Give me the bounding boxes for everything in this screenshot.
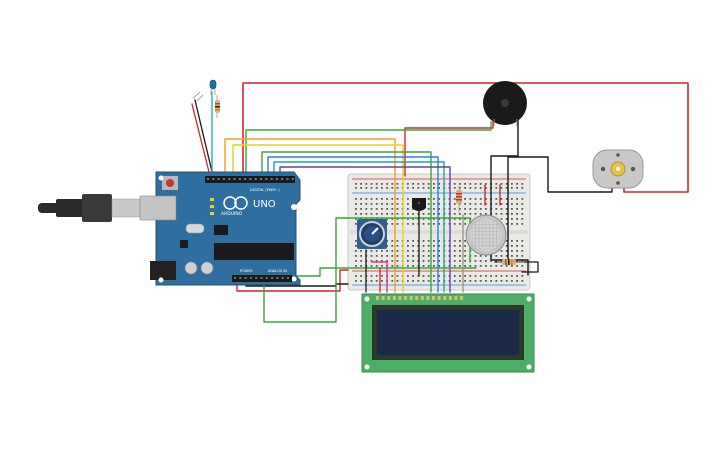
- led-resistor-icon[interactable]: [215, 95, 220, 118]
- uno-logo-text: UNO: [253, 199, 276, 210]
- power-label: POWER: [240, 269, 253, 273]
- wire-blue: [267, 156, 439, 293]
- resistor-bottom-icon[interactable]: [497, 259, 524, 265]
- wire-red-power: [242, 82, 689, 193]
- temperature-sensor-icon[interactable]: [412, 198, 426, 211]
- wire-orange: [224, 138, 396, 293]
- blue-led-icon[interactable]: [209, 79, 217, 95]
- wire-green-top: [245, 121, 492, 177]
- resistor-top-icon[interactable]: [456, 186, 462, 212]
- wire-gnd-bottom: [236, 269, 349, 292]
- lcd-header-pins: [376, 296, 463, 300]
- dc-motor-icon[interactable]: [592, 149, 644, 189]
- analog-in-label: ANALOG IN: [268, 269, 287, 273]
- led-terminal-icon: [192, 91, 204, 102]
- wire-pink: [371, 261, 388, 293]
- arduino-uno-board[interactable]: UNO ARDUINO DIGITAL (PWM~) POWER ANALOG …: [38, 171, 301, 286]
- wire-teal: [273, 161, 445, 293]
- digital-pwm-label: DIGITAL (PWM~): [250, 188, 280, 192]
- usb-cable-icon[interactable]: [38, 194, 141, 222]
- wire-motor-black: [507, 156, 613, 263]
- header-pins: [207, 178, 294, 279]
- wire-led-black: [194, 99, 214, 177]
- arduino-brand-text: ARDUINO: [221, 211, 243, 217]
- wire-green-analog: [281, 267, 477, 277]
- piezo-buzzer-icon[interactable]: [483, 81, 527, 126]
- wire-led-red: [191, 103, 211, 177]
- lcd-16x2-display[interactable]: [361, 293, 535, 373]
- wire-green-mid: [261, 151, 432, 293]
- gas-sensor-icon[interactable]: [465, 214, 507, 256]
- potentiometer-icon[interactable]: [357, 219, 387, 249]
